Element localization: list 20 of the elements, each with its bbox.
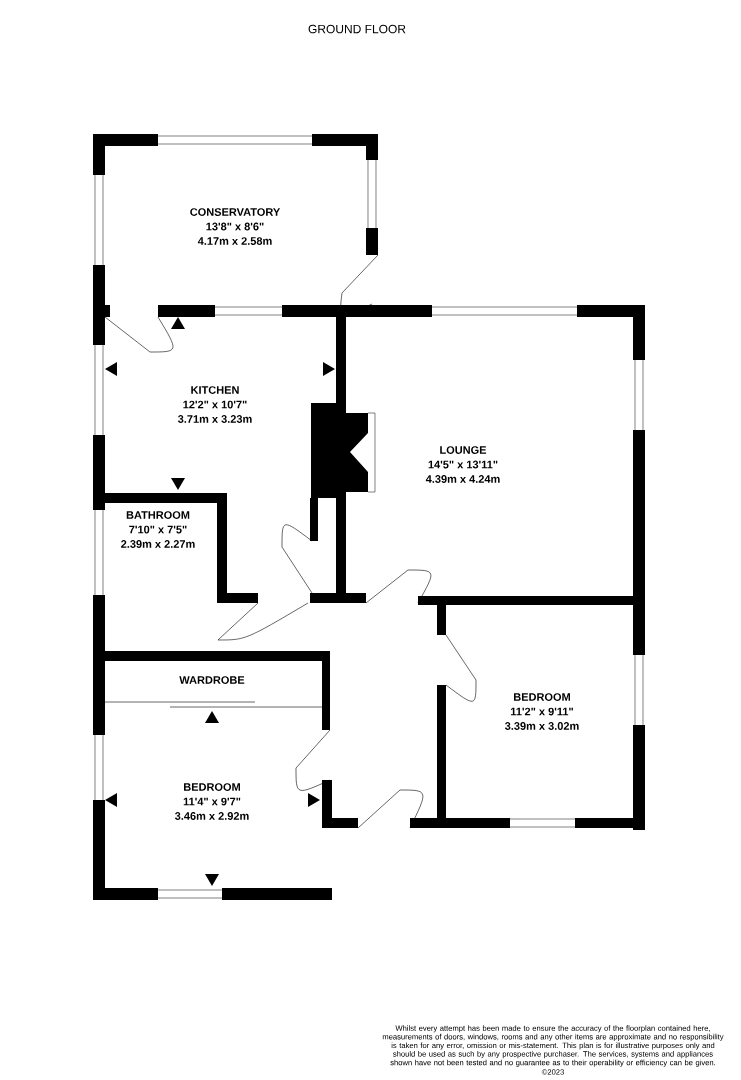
room-dimensions: 3.39m x 3.02m	[504, 722, 579, 730]
room-dimensions: 3.71m x 3.23m	[177, 415, 252, 423]
room-name: KITCHEN	[191, 386, 239, 394]
room-name: BEDROOM	[184, 783, 240, 791]
room-dimensions: 4.39m x 4.24m	[425, 475, 500, 483]
room-dimensions: 13'8" x 8'6"	[206, 222, 264, 231]
room-dimensions: 12'2" x 10'7"	[183, 400, 247, 409]
room-dimensions: 14'5" x 13'11"	[428, 460, 498, 469]
room-name: LOUNGE	[440, 446, 487, 454]
room-name: BATHROOM	[126, 511, 190, 519]
room-dimensions: 2.39m x 2.27m	[121, 540, 195, 548]
room-name: BEDROOM	[514, 693, 570, 701]
room-dimensions: 4.17m x 2.58m	[197, 237, 272, 245]
room-name: CONSERVATORY	[190, 208, 281, 216]
room-dimensions: 3.46m x 2.92m	[174, 812, 249, 820]
room-dimensions: 11'4" x 9'7"	[183, 797, 241, 806]
room-name: WARDROBE	[179, 676, 245, 684]
floor-title: GROUND FLOOR	[308, 24, 406, 34]
room-dimensions: 11'2" x 9'11"	[511, 707, 573, 716]
room-dimensions: 7'10" x 7'5"	[129, 525, 187, 534]
